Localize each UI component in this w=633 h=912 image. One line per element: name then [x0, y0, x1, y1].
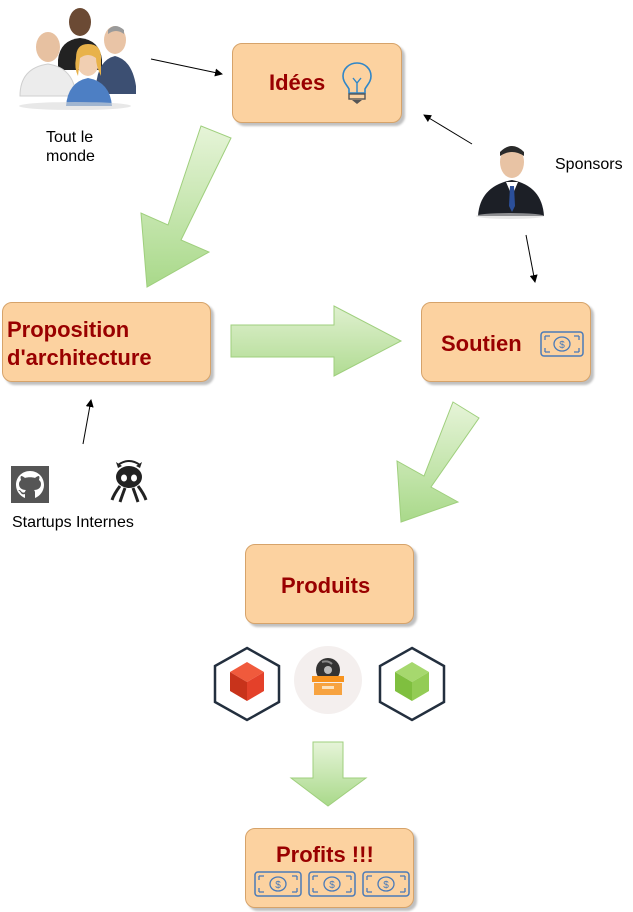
node-profits: Profits !!! $ $ $	[245, 828, 414, 908]
svg-text:$: $	[275, 880, 281, 891]
svg-text:$: $	[559, 340, 565, 351]
node-idees-label: Idées	[269, 70, 326, 95]
svg-text:$: $	[383, 880, 389, 891]
node-proposition: Proposition d'architecture	[2, 302, 211, 382]
node-produits-label: Produits	[281, 573, 371, 598]
node-proposition-line2: d'architecture	[7, 345, 152, 370]
node-profits-label: Profits !!!	[276, 842, 374, 867]
sponsors-label: Sponsors	[555, 156, 623, 173]
svg-text:$: $	[329, 880, 335, 891]
green-cube-icon	[378, 646, 446, 722]
node-soutien: Soutien $	[421, 302, 591, 382]
flow-arrow-ideas-to-proposition	[140, 125, 232, 288]
money-bill-icon: $	[540, 331, 584, 357]
connector-everyone-to-ideas	[150, 58, 223, 77]
github-icon	[11, 466, 49, 503]
money-bills-icon: $ $ $	[254, 871, 410, 897]
connector-sponsor-to-ideas	[423, 114, 473, 145]
businessman-icon	[476, 146, 544, 219]
flow-arrow-soutien-to-produits	[396, 401, 480, 523]
lightbulb-icon	[342, 62, 372, 104]
box-disc-icon	[294, 646, 362, 714]
octocat-icon	[110, 460, 148, 503]
people-group-icon	[19, 8, 136, 110]
everyone-label-line2: monde	[46, 148, 95, 165]
connector-sponsor-to-soutien	[525, 234, 538, 283]
flow-arrow-proposition-to-soutien	[230, 305, 403, 377]
node-proposition-line1: Proposition	[7, 317, 130, 342]
connector-startups-to-proposition	[82, 399, 94, 445]
node-produits: Produits	[245, 544, 414, 624]
node-idees: Idées	[232, 43, 402, 123]
everyone-label-line1: Tout le	[46, 129, 94, 146]
red-cube-icon	[213, 646, 281, 722]
startups-label: Startups Internes	[12, 514, 134, 531]
flow-arrow-produits-to-profits	[289, 741, 368, 807]
node-soutien-label: Soutien	[441, 331, 522, 356]
